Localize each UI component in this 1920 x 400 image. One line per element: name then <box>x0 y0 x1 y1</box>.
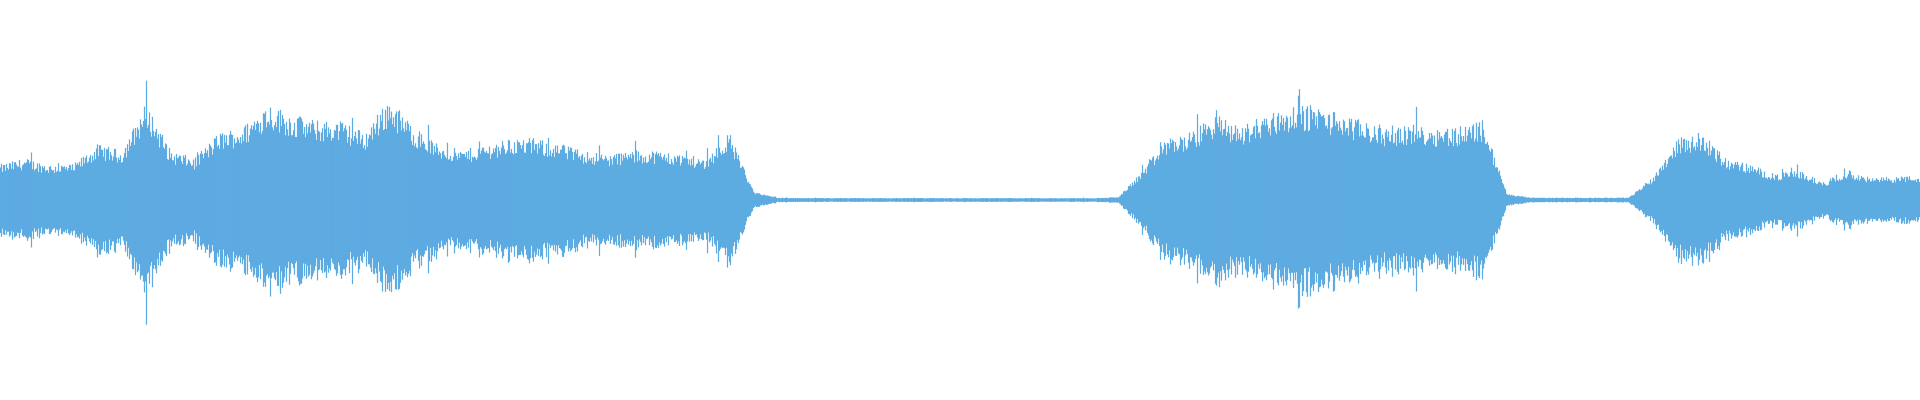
waveform-samples <box>0 80 1920 325</box>
